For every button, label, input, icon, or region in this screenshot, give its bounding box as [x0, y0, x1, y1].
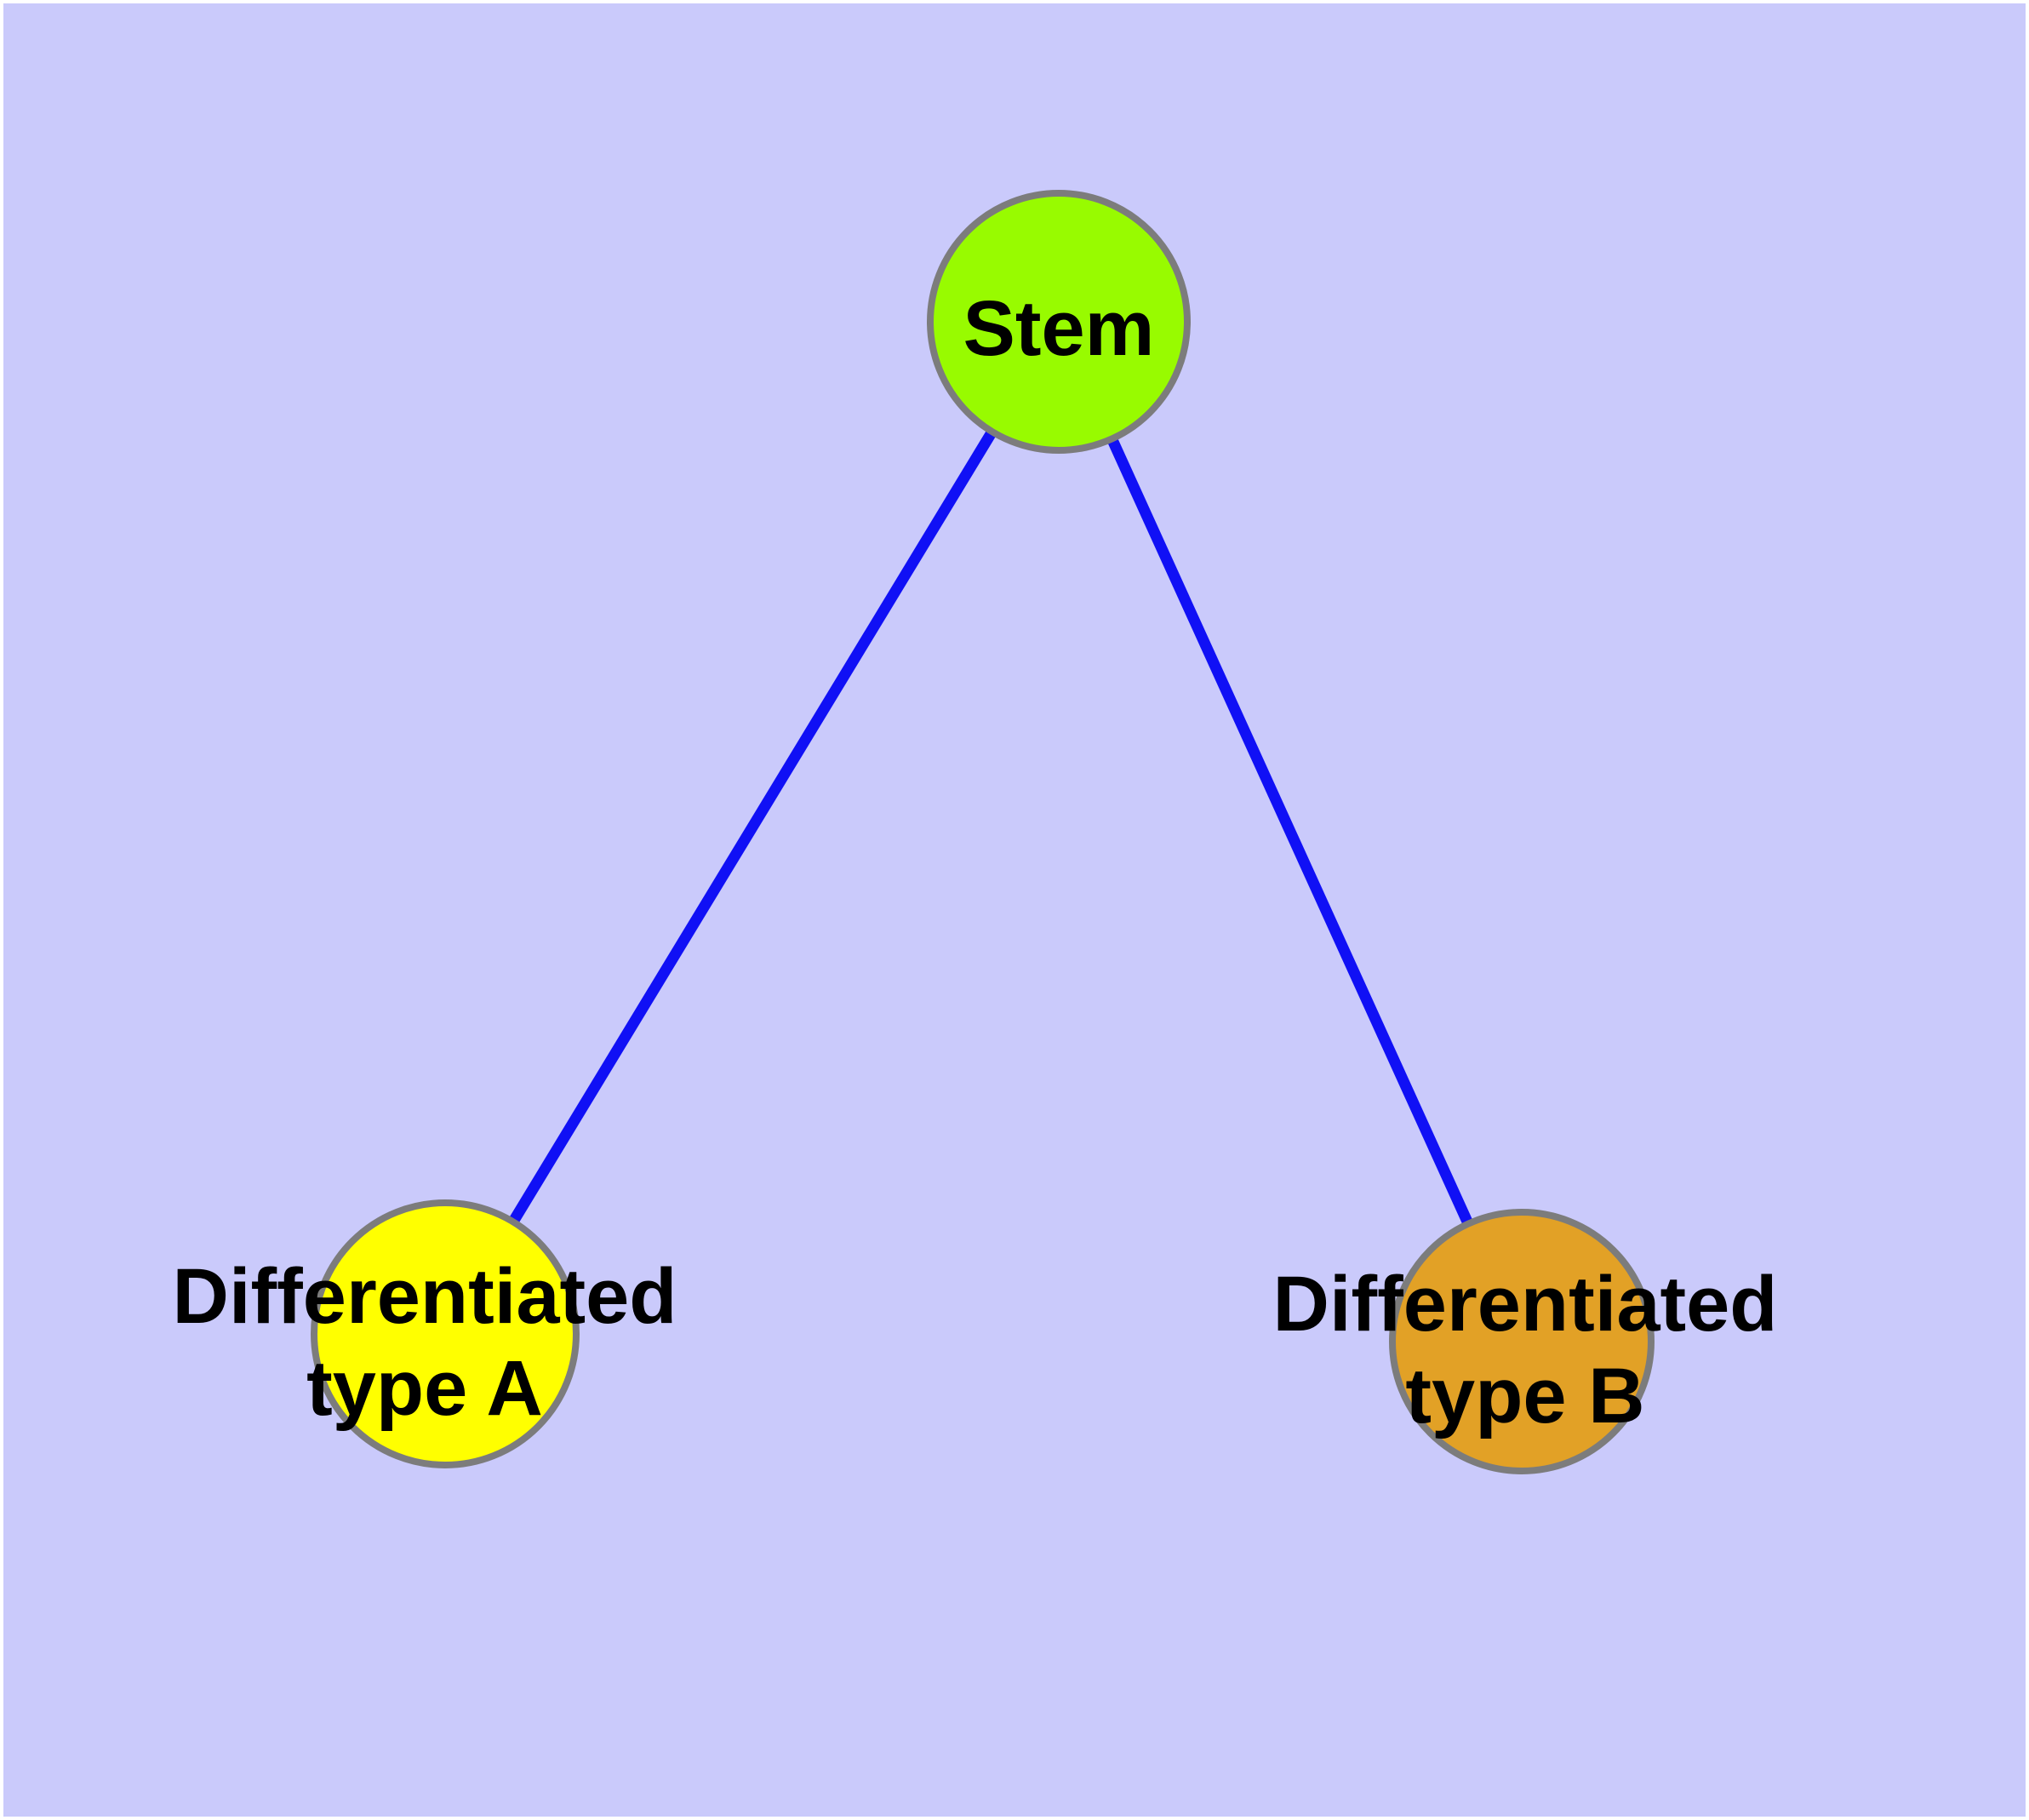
node-label-line: type B — [1405, 1353, 1644, 1439]
node-label-line: Differentiated — [1273, 1261, 1778, 1348]
node-type-b — [1389, 1209, 1655, 1474]
node-label-stem: Stem — [963, 285, 1155, 372]
edge-stem-to-type-b — [1054, 319, 1527, 1344]
node-label-line: Differentiated — [173, 1253, 677, 1340]
nodes-layer — [311, 190, 1655, 1474]
edges-layer — [440, 318, 1527, 1344]
edge-stem-to-type-a — [440, 318, 1064, 1337]
node-label-line: Stem — [963, 285, 1155, 372]
node-stem — [927, 190, 1191, 454]
node-type-a — [311, 1199, 580, 1468]
node-label-line: type A — [306, 1345, 543, 1432]
